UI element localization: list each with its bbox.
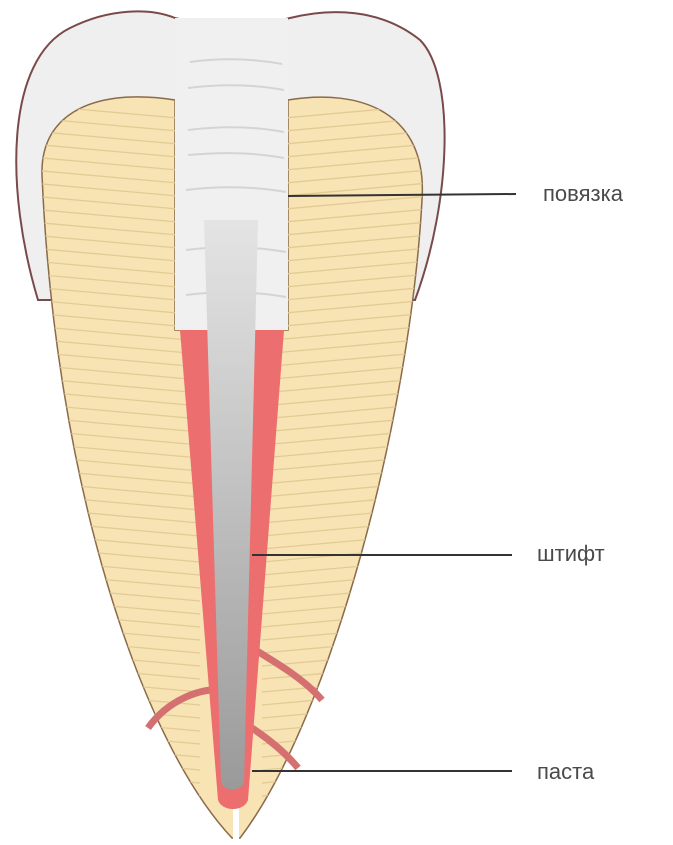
label-post: штифт xyxy=(537,543,605,565)
label-bandage: повязка xyxy=(543,183,623,205)
dentin-stripe xyxy=(20,806,200,822)
dentin-stripe xyxy=(262,819,440,835)
dentin-stripe xyxy=(20,780,200,796)
dentin-stripe xyxy=(262,832,440,845)
dentin-stripe xyxy=(262,767,440,783)
dentin-stripe xyxy=(262,793,440,809)
dentin-stripe xyxy=(262,806,440,822)
label-paste: паста xyxy=(537,761,594,783)
dentin-stripe xyxy=(20,754,200,770)
dentin-stripe xyxy=(20,819,200,835)
dentin-stripe xyxy=(20,832,200,845)
dentin-stripe xyxy=(262,780,440,796)
dentin-stripe xyxy=(20,793,200,809)
dentin-stripe xyxy=(20,767,200,783)
